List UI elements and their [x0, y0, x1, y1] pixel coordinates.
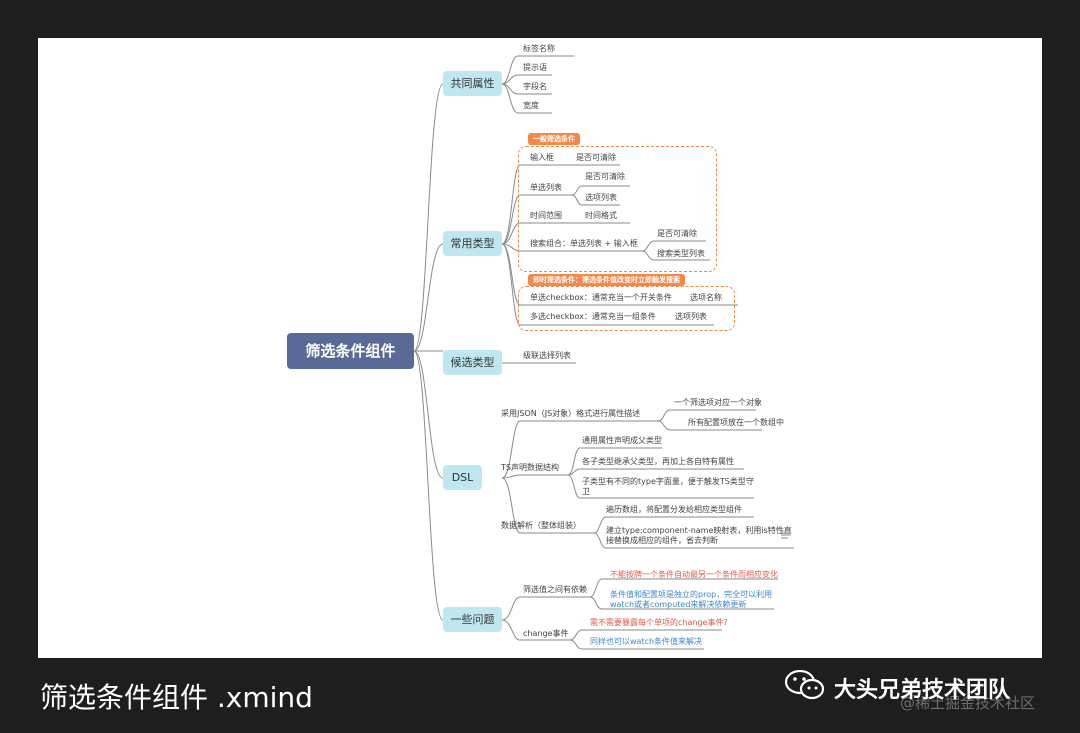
issue-dependency[interactable]: 筛选值之间有依赖: [523, 585, 587, 594]
dsl-parse[interactable]: 数据解析（整体组装）: [501, 521, 581, 530]
common-single-checkbox-option[interactable]: 选项名称: [690, 293, 722, 302]
common-search-clearable[interactable]: 是否可清除: [657, 229, 697, 238]
common-select-options[interactable]: 选项列表: [585, 193, 617, 202]
wechat-icon: [784, 669, 825, 700]
dsl-ts-inherit[interactable]: 各子类型继承父类型，再加上各自特有属性: [582, 457, 734, 466]
shared-item-placeholder[interactable]: 提示语: [523, 63, 547, 72]
image-caption: 筛选条件组件 .xmind: [40, 681, 313, 714]
dsl-ts-type-guard[interactable]: 子类型有不同的type字面量，便于触发TS类型守卫: [582, 477, 754, 496]
mindmap-canvas: 筛选条件组件 共同属性 常用类型 候选类型 DSL 一些问题 标签名称 提示语 …: [38, 38, 1042, 658]
common-input-clearable[interactable]: 是否可清除: [576, 153, 616, 162]
tag-instant-filters: 即时筛选条件：筛选条件值改变时立即触发搜索: [528, 274, 685, 286]
shared-item-field-name[interactable]: 字段名: [523, 82, 547, 91]
common-input[interactable]: 输入框: [530, 153, 554, 162]
mindmap-connectors: [413, 55, 794, 650]
issue-change-solution[interactable]: 同样也可以watch条件值来解决: [590, 637, 703, 646]
dsl-json-one-object[interactable]: 一个筛选项对应一个对象: [674, 398, 762, 407]
branch-common-types[interactable]: 常用类型: [443, 231, 502, 256]
dsl-parse-mapping[interactable]: 建立type:component-name映射表，利用is特性直接替换成相应的组…: [606, 526, 792, 545]
issue-change-question[interactable]: 需不需要暴露每个单项的change事件?: [590, 618, 728, 627]
issue-dependency-solution[interactable]: 条件值和配置项是独立的prop，完全可以利用watch或者computed来解决…: [610, 590, 773, 609]
branch-shared-properties[interactable]: 共同属性: [443, 71, 502, 96]
common-search-types[interactable]: 搜索类型列表: [657, 249, 705, 258]
watermark-community: @稀土掘金技术社区: [900, 694, 1036, 712]
root-topic[interactable]: 筛选条件组件: [287, 333, 414, 369]
dsl-ts-structure[interactable]: TS声明数据结构: [501, 463, 559, 472]
common-timerange[interactable]: 时间范围: [530, 211, 562, 220]
notes-icon[interactable]: [781, 531, 791, 539]
common-multi-checkbox-options[interactable]: 选项列表: [675, 312, 707, 321]
branch-issues[interactable]: 一些问题: [443, 607, 502, 632]
common-select[interactable]: 单选列表: [530, 183, 562, 192]
shared-item-label-name[interactable]: 标签名称: [523, 44, 555, 53]
dsl-json-array[interactable]: 所有配置项放在一个数组中: [688, 418, 784, 427]
branch-candidate-types[interactable]: 候选类型: [443, 350, 502, 375]
shared-item-width[interactable]: 宽度: [523, 101, 539, 110]
dsl-json-format[interactable]: 采用JSON（JS对象）格式进行属性描述: [501, 409, 641, 418]
common-single-checkbox[interactable]: 单选checkbox：通常充当一个开关条件: [530, 293, 672, 302]
common-search-combo[interactable]: 搜索组合：单选列表 + 输入框: [530, 239, 638, 248]
branch-dsl[interactable]: DSL: [443, 465, 482, 490]
tag-general-filters: 一般筛选条件: [528, 133, 580, 145]
watermark-team-name: 大头兄弟技术团队: [834, 678, 1011, 703]
common-select-clearable[interactable]: 是否可清除: [585, 172, 625, 181]
issue-change-event[interactable]: change事件: [523, 629, 569, 638]
dsl-parse-dispatch[interactable]: 遍历数组，将配置分发给相应类型组件: [606, 505, 742, 514]
instant-filters-boundary: [518, 286, 735, 331]
candidate-cascade-select[interactable]: 级联选择列表: [523, 351, 571, 360]
common-multi-checkbox[interactable]: 多选checkbox：通常充当一组条件: [530, 312, 656, 321]
issue-dependency-problem[interactable]: 不能按牌一个条件自动最另一个条件而相应变化: [610, 570, 778, 579]
common-time-format[interactable]: 时间格式: [585, 211, 617, 220]
dsl-ts-parent[interactable]: 通用属性声明成父类型: [582, 436, 662, 445]
general-filters-boundary: [518, 146, 717, 272]
